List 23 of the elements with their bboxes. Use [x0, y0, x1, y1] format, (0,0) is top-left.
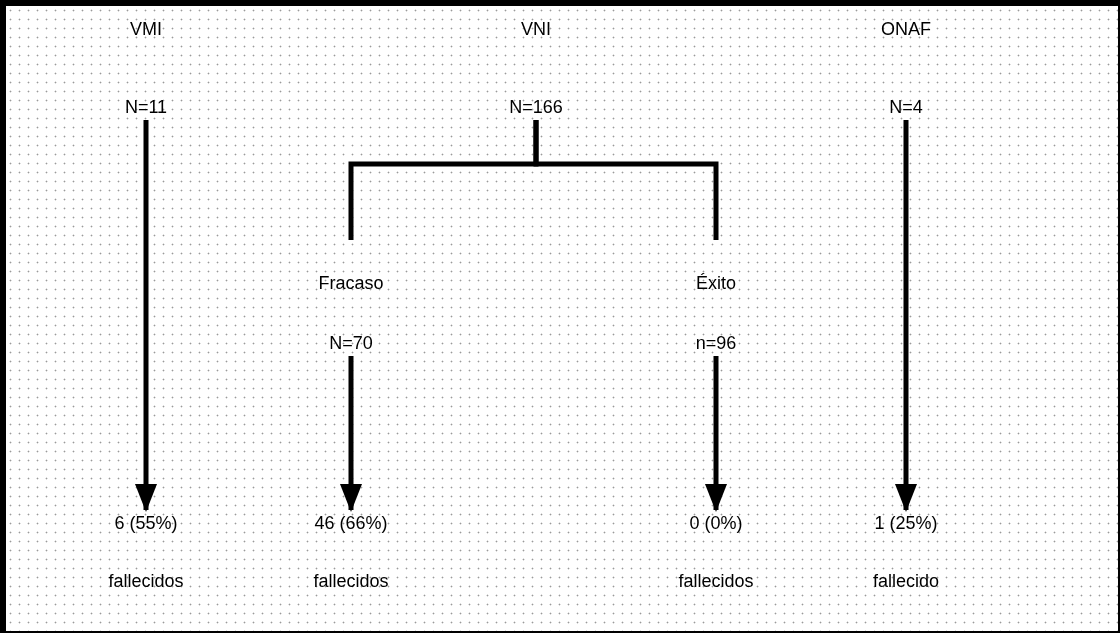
node-label: N=11: [124, 96, 168, 118]
node-label: Fracaso: [318, 272, 384, 294]
arrow: [135, 120, 157, 512]
node-label: n=96: [695, 332, 737, 354]
node-label: fallecidos: [108, 570, 184, 592]
node-label: 1 (25%): [874, 512, 938, 534]
arrow: [705, 356, 727, 512]
arrow: [895, 120, 917, 512]
connector-line: [533, 120, 719, 240]
node-label: N=70: [329, 332, 373, 354]
node-label: VMI: [130, 18, 162, 40]
node-label: N=166: [509, 96, 563, 118]
node-label: fallecidos: [313, 570, 389, 592]
node-label: 0 (0%): [689, 512, 743, 534]
node-label: 6 (55%): [114, 512, 178, 534]
node-label: 46 (66%): [314, 512, 388, 534]
arrow: [340, 356, 362, 512]
node-label: N=4: [889, 96, 923, 118]
node-label: VNI: [521, 18, 551, 40]
node-label: Éxito: [696, 272, 736, 294]
node-label: fallecidos: [678, 570, 754, 592]
node-label: ONAF: [881, 18, 931, 40]
node-label: fallecido: [872, 570, 939, 592]
